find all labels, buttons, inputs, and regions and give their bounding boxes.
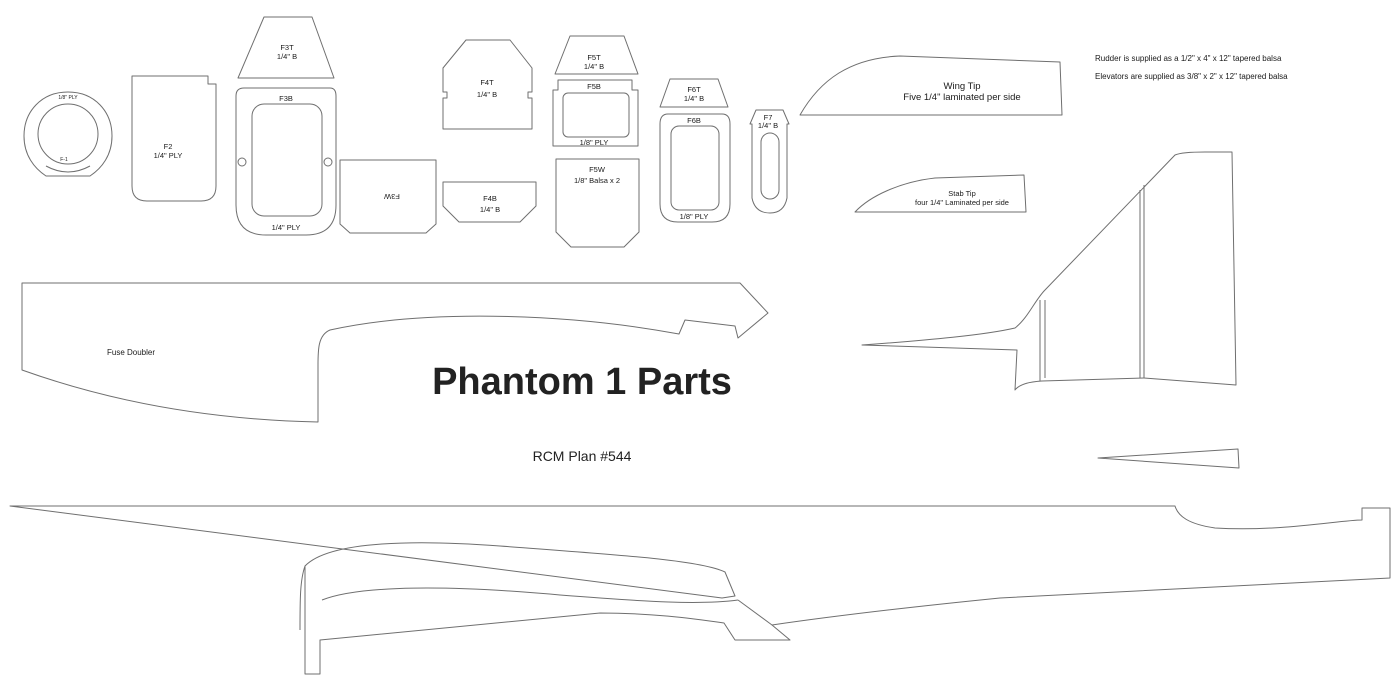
part-vertical-fin xyxy=(861,151,1237,391)
part-f3b-material: 1/4" PLY xyxy=(272,223,301,232)
page-title: Phantom 1 Parts xyxy=(432,361,732,403)
part-f3w: F3W xyxy=(339,159,437,234)
part-f5t-name: F5T xyxy=(587,53,601,62)
part-f2-material: 1/4" PLY xyxy=(154,151,183,160)
part-f6b-name: F6B xyxy=(687,116,701,125)
note-rudder: Rudder is supplied as a 1/2" x 4" x 12" … xyxy=(1095,54,1282,63)
part-f5w-material: 1/8" Balsa x 2 xyxy=(574,176,620,185)
part-f7-material: 1/4" B xyxy=(758,121,778,130)
part-f1-name: F-1 xyxy=(60,157,68,163)
part-wing-tip-name: Wing Tip xyxy=(944,81,981,92)
note-elevators: Elevators are supplied as 3/8" x 2" x 12… xyxy=(1095,72,1288,81)
part-wing-tip: Wing Tip Five 1/4" laminated per side xyxy=(799,55,1063,116)
part-stab-tip-name: Stab Tip xyxy=(948,189,976,198)
part-f5b: F5B 1/8" PLY xyxy=(552,79,639,147)
part-f3b: F3B 1/4" PLY xyxy=(235,87,337,236)
part-stab-tip: Stab Tip four 1/4" Laminated per side xyxy=(854,174,1027,213)
part-f6t-material: 1/4" B xyxy=(684,94,704,103)
part-fuselage-side xyxy=(9,505,1391,675)
part-f6b: F6B 1/8" PLY xyxy=(659,113,731,223)
part-f5t-material: 1/4" B xyxy=(584,62,604,71)
part-f3w-name: F3W xyxy=(383,192,400,201)
part-tapered-strip xyxy=(1097,448,1240,469)
part-f2-name: F2 xyxy=(164,142,173,151)
part-f3t-name: F3T xyxy=(280,43,294,52)
part-f3b-name: F3B xyxy=(279,94,293,103)
part-f6t: F6T 1/4" B xyxy=(659,78,729,108)
part-fuse-doubler: Fuse Doubler xyxy=(21,282,769,423)
part-f7-name: F7 xyxy=(764,113,773,122)
part-f5t: F5T 1/4" B xyxy=(554,35,639,75)
part-f4t-material: 1/4" B xyxy=(477,90,497,99)
part-f7: F7 1/4" B xyxy=(749,109,790,214)
part-f3t-material: 1/4" B xyxy=(277,52,297,61)
part-f4b-name: F4B xyxy=(483,194,497,203)
part-stab-tip-material: four 1/4" Laminated per side xyxy=(915,198,1009,207)
part-f4b: F4B 1/4" B xyxy=(442,181,537,223)
part-f5w: F5W 1/8" Balsa x 2 xyxy=(555,158,640,248)
plan-number: RCM Plan #544 xyxy=(533,448,632,464)
part-wing-tip-material: Five 1/4" laminated per side xyxy=(903,92,1020,103)
part-f5b-name: F5B xyxy=(587,82,601,91)
part-f6t-name: F6T xyxy=(687,85,701,94)
part-f5b-material: 1/8" PLY xyxy=(580,138,609,147)
part-f4t: F4T 1/4" B xyxy=(442,39,533,130)
part-f5w-name: F5W xyxy=(589,165,606,174)
part-f1: 1/8" PLY F-1 xyxy=(23,91,113,177)
part-f1-material: 1/8" PLY xyxy=(58,95,78,101)
part-fuse-doubler-name: Fuse Doubler xyxy=(107,348,155,357)
part-f4t-name: F4T xyxy=(480,78,494,87)
part-f4b-material: 1/4" B xyxy=(480,205,500,214)
part-f6b-material: 1/8" PLY xyxy=(680,212,709,221)
part-f3t: F3T 1/4" B xyxy=(237,16,335,79)
part-f2: F2 1/4" PLY xyxy=(131,75,217,202)
